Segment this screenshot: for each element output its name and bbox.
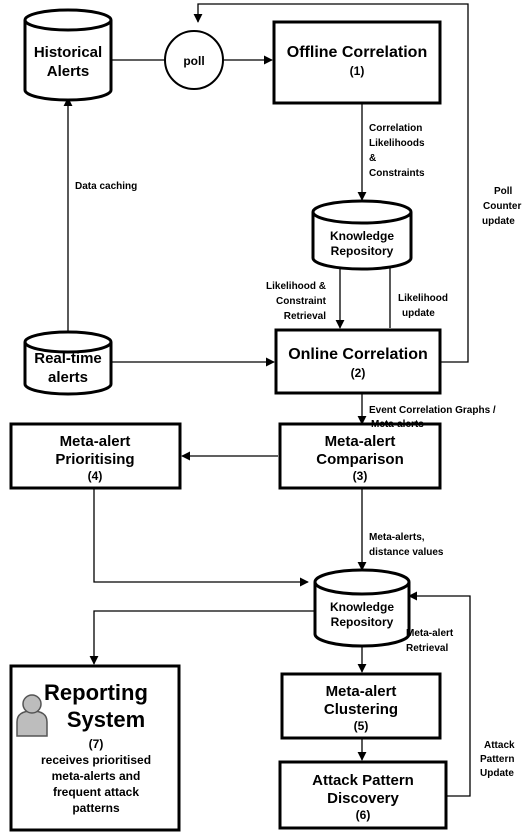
label-update-1: Likelihood <box>398 293 448 304</box>
online-correlation-node: Online Correlation (2) <box>274 328 442 395</box>
label-attack-update-3: Update <box>480 768 514 779</box>
discovery-title-2: Discovery <box>327 790 399 807</box>
poll-node: poll <box>164 30 224 90</box>
offline-correlation-num: (1) <box>350 64 365 78</box>
edge-attack-pattern-update <box>408 591 471 797</box>
label-data-caching: Data caching <box>75 181 137 192</box>
label-attack-update-2: Pattern <box>480 754 514 765</box>
label-event-graphs-1: Event Correlation Graphs / <box>369 405 496 416</box>
online-correlation-num: (2) <box>351 366 366 380</box>
label-attack-update-1: Attack <box>484 740 515 751</box>
kr-top-label-1: Knowledge <box>330 229 394 243</box>
historical-alerts-node: Historical Alerts <box>23 8 113 102</box>
meta-alert-comparison-node: Meta-alert Comparison (3) <box>278 422 442 490</box>
comparison-title-1: Meta-alert <box>325 433 396 450</box>
reporting-desc-2: meta-alerts and <box>52 769 141 783</box>
label-poll-counter-2: Counter <box>483 201 521 212</box>
prioritising-num: (4) <box>88 469 103 483</box>
reporting-system-node: Reporting System (7) receives prioritise… <box>9 664 181 832</box>
label-correlation-line-1: Correlation <box>369 123 422 134</box>
reporting-title-2: System <box>67 707 145 732</box>
clustering-num: (5) <box>354 719 369 733</box>
reporting-desc-1: receives prioritised <box>41 753 151 767</box>
offline-correlation-title: Offline Correlation <box>287 44 427 61</box>
label-retrieval-2: Constraint <box>276 296 327 307</box>
label-event-graphs-2: Meta-alerts <box>371 419 424 430</box>
knowledge-repository-top-node: Knowledge Repository <box>311 199 413 271</box>
label-retrieval-bottom-2: Retrieval <box>406 643 448 654</box>
reporting-title-1: Reporting <box>44 680 148 705</box>
discovery-num: (6) <box>356 808 371 822</box>
comparison-title-2: Comparison <box>316 451 404 468</box>
historical-alerts-label-1: Historical <box>34 44 102 61</box>
clustering-title-2: Clustering <box>324 701 398 718</box>
clustering-title-1: Meta-alert <box>326 683 397 700</box>
label-distance-1: Meta-alerts, <box>369 532 425 543</box>
label-poll-counter-3: update <box>482 216 515 227</box>
label-poll-counter-1: Poll <box>494 186 513 197</box>
historical-alerts-label-2: Alerts <box>47 63 90 80</box>
prioritising-title-1: Meta-alert <box>60 433 131 450</box>
realtime-alerts-label-2: alerts <box>48 369 88 386</box>
label-meta-alerts-distance: Meta-alerts, distance values <box>369 532 444 558</box>
kr-top-label-2: Repository <box>331 244 394 258</box>
label-correlation-line-2: Likelihoods <box>369 138 425 149</box>
offline-correlation-node: Offline Correlation (1) <box>272 20 442 105</box>
edge-prioritising-to-kr <box>93 488 309 587</box>
prioritising-title-2: Prioritising <box>55 451 134 468</box>
reporting-desc-4: patterns <box>72 801 120 815</box>
kr-bottom-label-1: Knowledge <box>330 600 394 614</box>
reporting-num: (7) <box>89 737 104 751</box>
discovery-title-1: Attack Pattern <box>312 772 414 789</box>
meta-alert-prioritising-node: Meta-alert Prioritising (4) <box>9 422 182 490</box>
label-poll-counter-update: Poll Counter update <box>482 186 521 227</box>
knowledge-repository-bottom-node: Knowledge Repository <box>313 568 411 648</box>
label-correlation-line-3: & <box>369 153 376 164</box>
edge-poll-counter-loop <box>193 3 469 363</box>
label-likelihood-retrieval: Likelihood & Constraint Retrieval <box>266 281 327 322</box>
label-attack-pattern-update: Attack Pattern Update <box>480 740 515 779</box>
label-distance-2: distance values <box>369 547 444 558</box>
user-icon <box>16 694 48 737</box>
label-event-correlation-graphs: Event Correlation Graphs / Meta-alerts <box>369 405 496 430</box>
label-retrieval-3: Retrieval <box>284 311 326 322</box>
reporting-desc-3: frequent attack <box>53 785 139 799</box>
label-likelihood-update: Likelihood update <box>398 293 448 319</box>
label-update-2: update <box>402 308 435 319</box>
realtime-alerts-node: Real-time alerts <box>23 330 113 396</box>
kr-bottom-label-2: Repository <box>331 615 394 629</box>
label-correlation-likelihoods: Correlation Likelihoods & Constraints <box>369 123 425 179</box>
label-meta-alert-retrieval: Meta-alert Retrieval <box>406 628 454 654</box>
label-correlation-line-4: Constraints <box>369 168 425 179</box>
realtime-alerts-label-1: Real-time <box>34 350 102 367</box>
poll-label: poll <box>183 54 204 68</box>
comparison-num: (3) <box>353 469 368 483</box>
label-retrieval-1: Likelihood & <box>266 281 326 292</box>
online-correlation-title: Online Correlation <box>288 346 428 363</box>
meta-alert-clustering-node: Meta-alert Clustering (5) <box>280 672 442 740</box>
attack-pattern-discovery-node: Attack Pattern Discovery (6) <box>278 760 448 830</box>
edge-kr-to-reporting <box>89 610 316 665</box>
label-retrieval-bottom-1: Meta-alert <box>406 628 454 639</box>
